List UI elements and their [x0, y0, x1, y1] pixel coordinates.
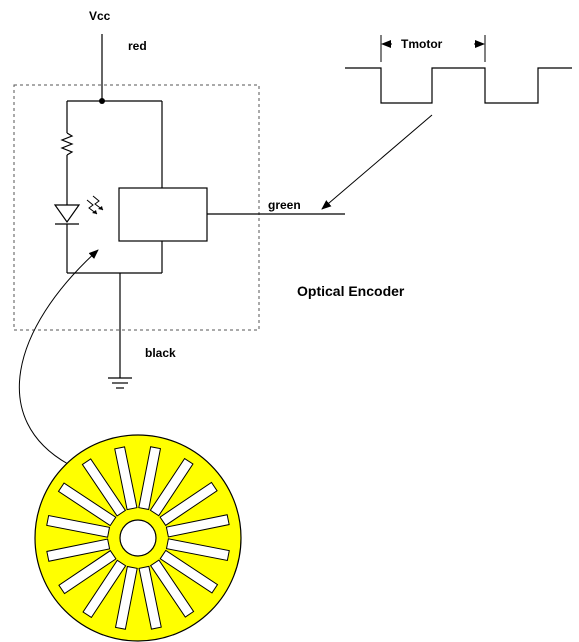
square-wave-signal [345, 67, 572, 104]
encoder-slot [138, 565, 162, 630]
encoder-slot [58, 549, 117, 595]
encoder-wheel [34, 434, 242, 642]
diagram-title: Optical Encoder [297, 283, 405, 299]
red-wire-label: red [128, 39, 147, 53]
light-emission-icon [86, 195, 104, 215]
encoder-slot [159, 549, 219, 594]
signal-pointer-arrow [321, 114, 433, 210]
tmotor-label: Tmotor [401, 37, 443, 51]
green-wire-label: green [268, 198, 301, 212]
encoder-hub [119, 519, 157, 557]
vcc-label: Vcc [89, 9, 111, 23]
encoder-slot [149, 457, 194, 517]
encoder-slot [57, 482, 117, 527]
encoder-enclosure [13, 84, 260, 331]
encoder-slot [159, 481, 218, 527]
encoder-slot [114, 446, 138, 511]
led-symbol [53, 204, 81, 225]
encoder-slot [82, 559, 127, 619]
black-wire-label: black [145, 346, 176, 360]
encoder-slot [165, 514, 230, 538]
encoder-slot [46, 538, 111, 562]
encoder-slots [46, 446, 230, 630]
encoder-slot [165, 538, 230, 562]
encoder-slot [81, 458, 127, 517]
wheel-pointer-arrow [18, 249, 99, 465]
encoder-slot [149, 559, 195, 618]
resistor-symbol [60, 132, 74, 156]
encoder-slot [114, 565, 138, 630]
ground-icon [108, 377, 132, 389]
encoder-slot [138, 446, 162, 511]
detector-box [118, 187, 208, 242]
encoder-slot [46, 514, 111, 538]
tmotor-dimension [380, 35, 486, 62]
